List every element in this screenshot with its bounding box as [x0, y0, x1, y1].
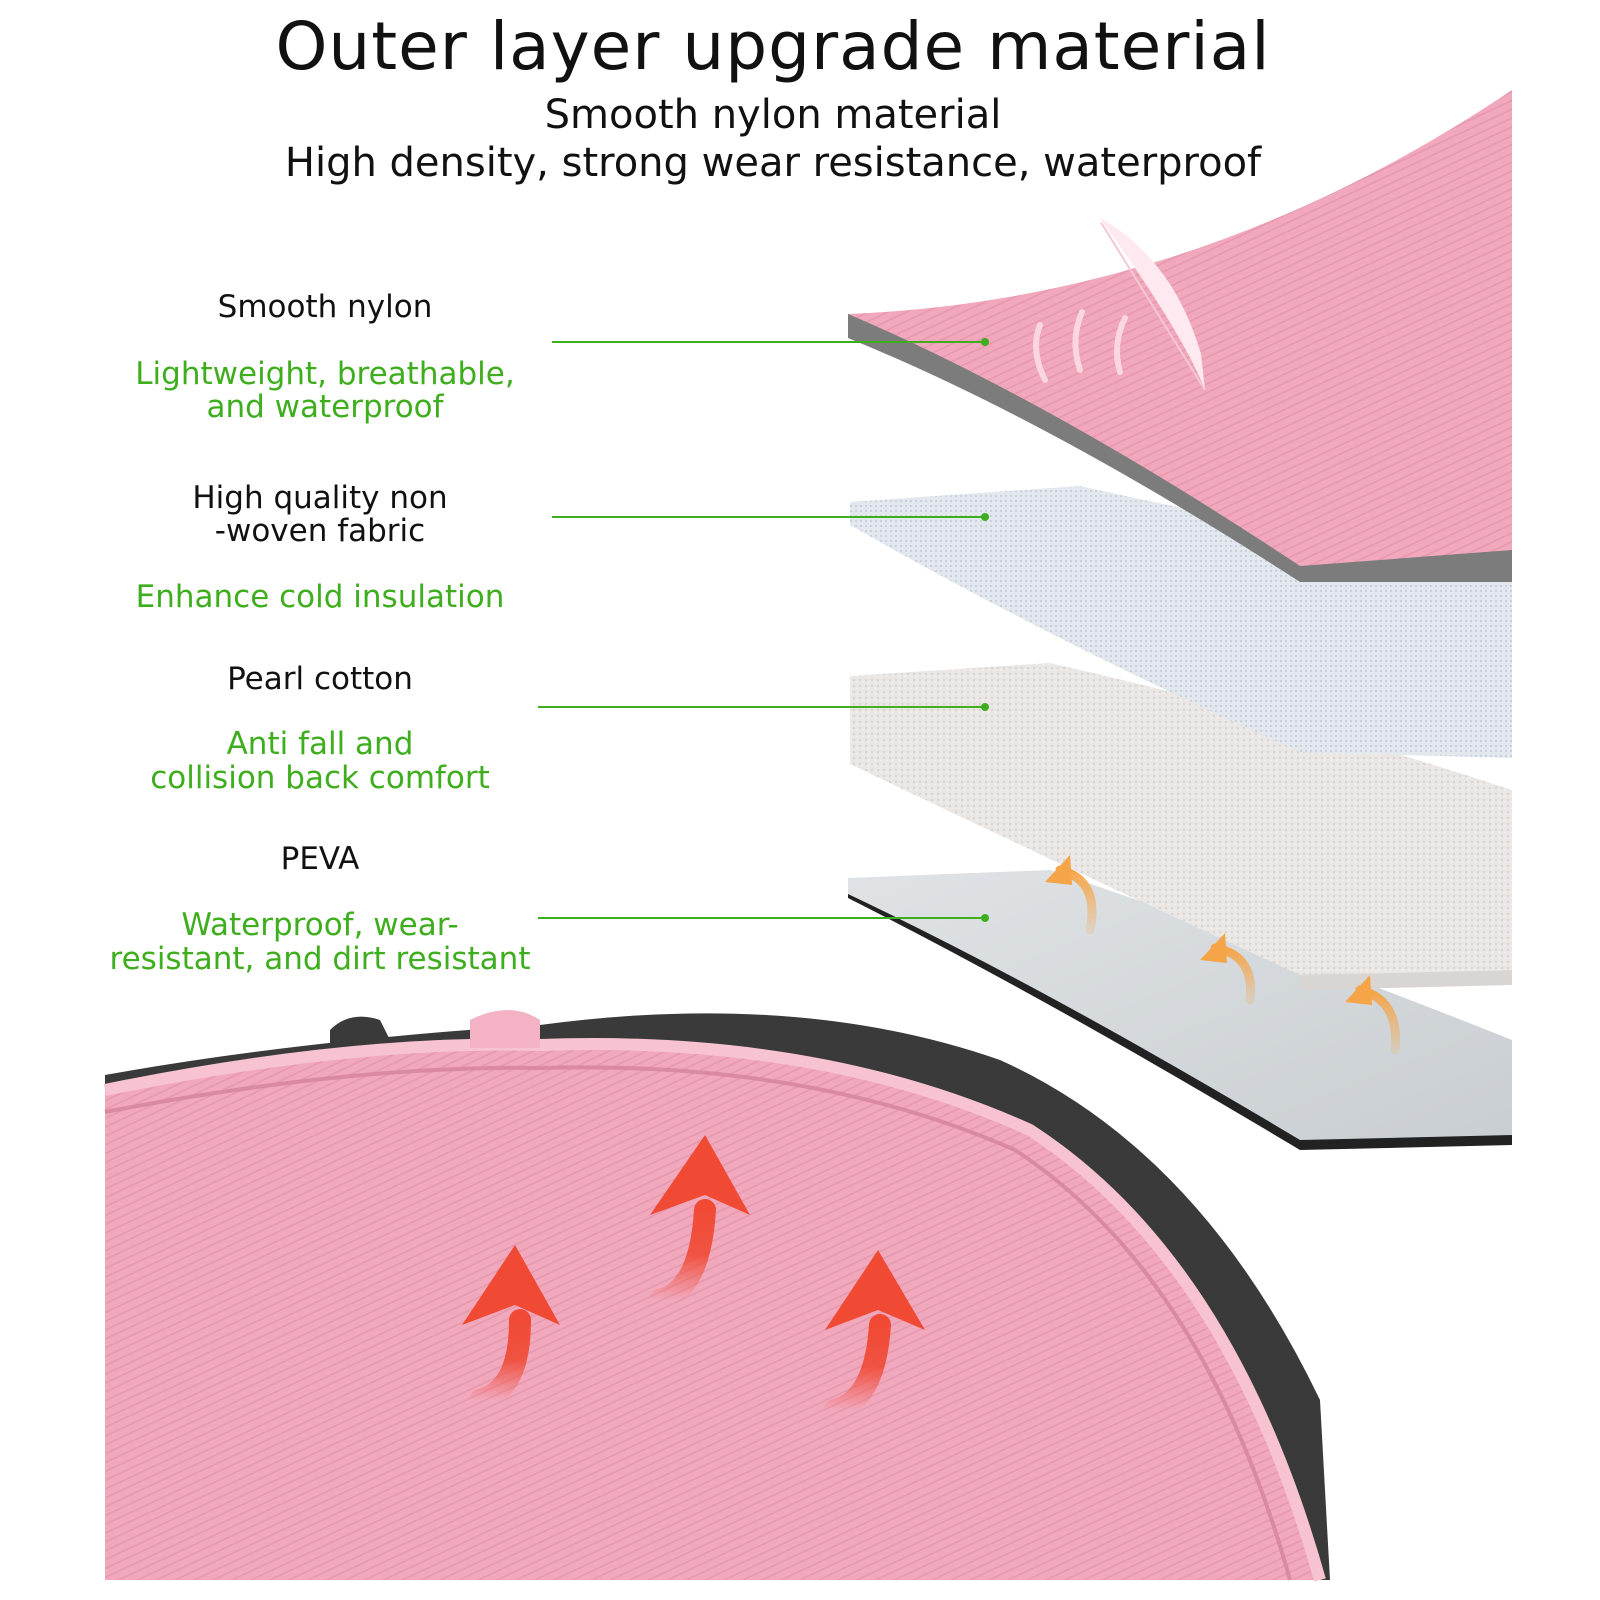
subtitle-line-1: Smooth nylon material — [544, 92, 1002, 138]
layer-desc-smooth-nylon-2: and waterproof — [206, 389, 444, 425]
layer-desc-peva-2: resistant, and dirt resistant — [109, 941, 531, 977]
layer-desc-smooth-nylon-1: Lightweight, breathable, — [135, 356, 515, 392]
layer-desc-non-woven: Enhance cold insulation — [135, 579, 505, 615]
heat-arrow-icon — [1045, 855, 1372, 1005]
layer-name-non-woven-1: High quality non — [192, 480, 448, 516]
layer-name-peva: PEVA — [280, 841, 360, 877]
layer-name-non-woven-2: -woven fabric — [214, 513, 426, 549]
backpack-closeup — [103, 1010, 1330, 1582]
layer-name-pearl-cotton: Pearl cotton — [227, 661, 413, 697]
page-title: Outer layer upgrade material — [275, 8, 1271, 85]
leader-dots — [981, 338, 989, 922]
layer-name-smooth-nylon: Smooth nylon — [217, 289, 433, 325]
feather-icon — [1099, 217, 1206, 391]
layer-desc-pearl-cotton-1: Anti fall and — [226, 726, 414, 762]
peva-layer — [848, 870, 1512, 1150]
heat-arrow-icon — [462, 1135, 925, 1421]
layer-desc-peva-1: Waterproof, wear- — [181, 907, 459, 943]
leader-lines — [538, 341, 985, 919]
layer-desc-pearl-cotton-2: collision back comfort — [150, 760, 490, 796]
subtitle-line-2: High density, strong wear resistance, wa… — [284, 140, 1262, 186]
